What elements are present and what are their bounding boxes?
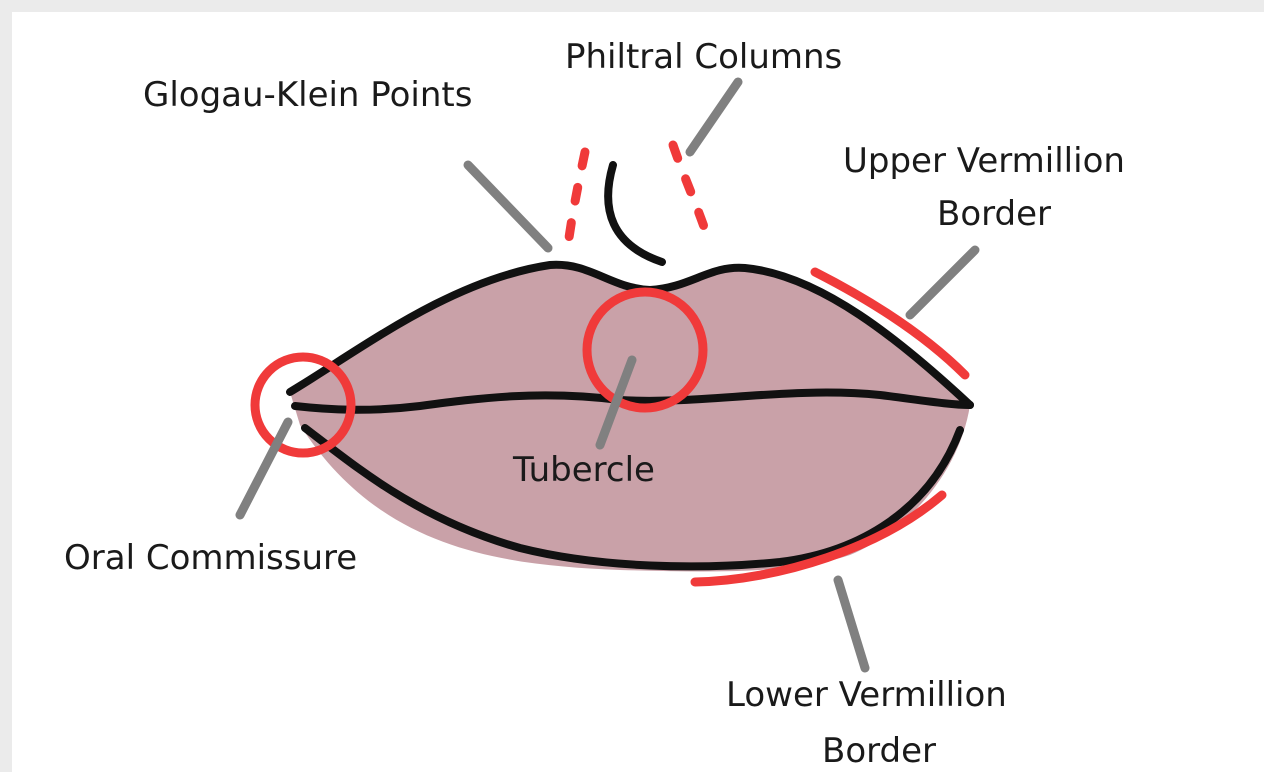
leader-upper-vermillion	[910, 250, 975, 315]
leader-philtral-columns	[690, 82, 738, 152]
label-oral-commissure: Oral Commissure	[64, 538, 357, 578]
nose-curve	[608, 165, 662, 262]
label-lower-vermillion-line2: Border	[822, 731, 936, 771]
lips-shape	[290, 265, 970, 572]
label-upper-vermillion-line2: Border	[937, 194, 1051, 234]
philtral-column-left	[568, 152, 585, 245]
label-philtral-columns: Philtral Columns	[565, 37, 842, 77]
label-lower-vermillion-line1: Lower Vermillion	[726, 675, 1007, 715]
label-upper-vermillion-line1: Upper Vermillion	[843, 141, 1125, 181]
label-glogau-klein-points: Glogau-Klein Points	[143, 75, 472, 115]
philtral-column-right	[673, 145, 710, 245]
leader-glogau-klein	[468, 165, 548, 248]
label-tubercle: Tubercle	[512, 450, 655, 490]
leader-lower-vermillion	[838, 580, 865, 668]
